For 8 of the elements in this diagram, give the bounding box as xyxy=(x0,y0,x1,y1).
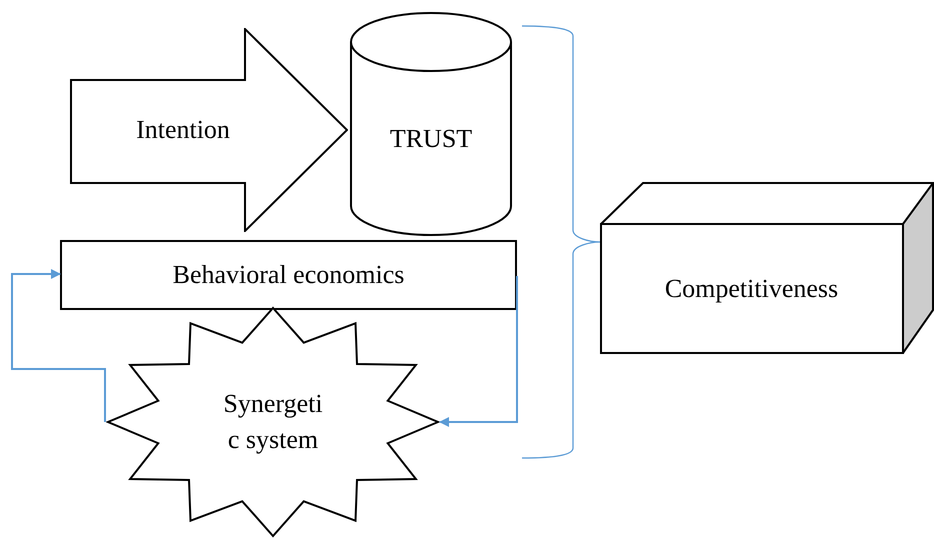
arrow xyxy=(11,269,106,422)
node-label: TRUST xyxy=(390,123,472,155)
arrow xyxy=(439,276,518,427)
node-label: Competitiveness xyxy=(664,273,838,305)
process-box xyxy=(60,240,517,310)
node-label: Behavioral economics xyxy=(172,259,404,291)
node-label: Intention xyxy=(136,114,230,146)
node-label: Synergeti c system xyxy=(222,388,324,456)
